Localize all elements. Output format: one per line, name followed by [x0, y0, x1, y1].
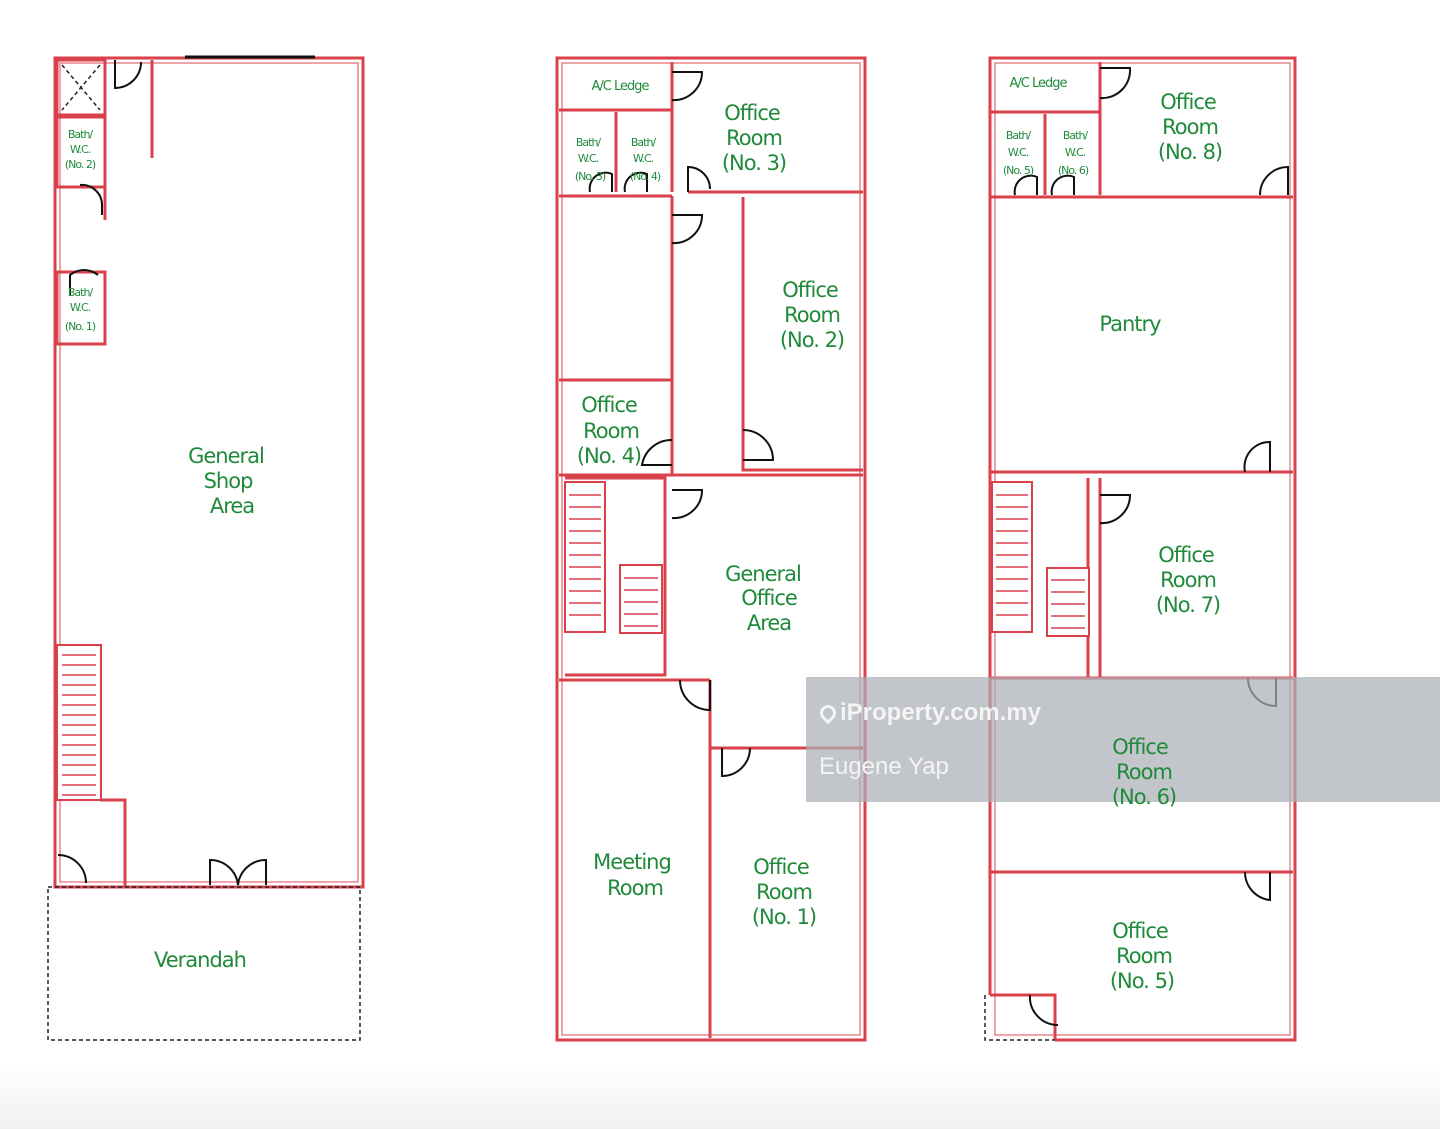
ac-ledge-label: A/C Ledge: [1010, 76, 1068, 91]
bath-wc-4-label: Bath/W.C.(No. 4): [630, 136, 661, 183]
pantry-label: Pantry: [1099, 312, 1161, 336]
watermark-brand: iProperty.com.my: [816, 699, 1041, 727]
staircase: [569, 494, 658, 627]
bath-wc-2-label: Bath/W.C.(No. 2): [65, 128, 96, 171]
staircase: [62, 654, 96, 796]
staircase: [996, 494, 1085, 629]
ac-ledge-label: A/C Ledge: [592, 79, 650, 94]
bath-wc-5-label: Bath/W.C.(No. 5): [1003, 129, 1034, 177]
bath-wc-3-label: Bath/W.C.(No. 3): [575, 136, 606, 183]
bottom-band: [0, 1065, 1440, 1129]
location-pin-icon: [816, 701, 840, 725]
bath-wc-6-label: Bath/W.C.(No. 6): [1058, 129, 1089, 177]
second-floor-plan: A/C Ledge Bath/W.C.(No. 5) Bath/W.C.(No.…: [984, 56, 1297, 1042]
bath-wc-1-label: Bath/W.C.(No. 1): [65, 286, 96, 333]
ground-floor-plan: Bath/W.C.(No. 2) Bath/W.C.(No. 1) Genera…: [47, 55, 365, 1041]
brand-text: iProperty.com.my: [840, 699, 1041, 726]
verandah-label: Verandah: [154, 948, 246, 972]
watermark-overlay: iProperty.com.my Eugene Yap: [806, 677, 1440, 802]
agent-name: Eugene Yap: [819, 753, 949, 780]
first-floor-plan: A/C Ledge Bath/W.C.(No. 3) Bath/W.C.(No.…: [555, 56, 867, 1042]
